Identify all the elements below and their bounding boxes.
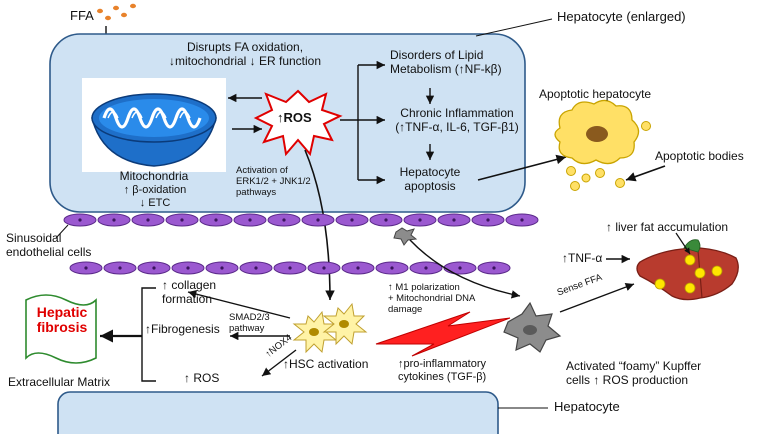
bracket-left <box>141 287 156 382</box>
hepatocyte-bottom-label: Hepatocyte <box>554 399 620 414</box>
arrow-to-fat <box>675 232 691 255</box>
smad-line-1: SMAD2/3 <box>229 312 270 323</box>
hepatic-fibrosis-line-2: fibrosis <box>36 319 88 336</box>
smad-label: SMAD2/3 pathway <box>229 312 270 335</box>
disrupts-label: Disrupts FA oxidation, ↓mitochondrial ↓ … <box>150 40 340 69</box>
collagen-line-1: ↑ collagen <box>162 278 217 292</box>
collagen-line-2: formation <box>162 291 213 306</box>
sinusoidal-line-2: endothelial cells <box>6 244 92 259</box>
disrupts-line-1: Disrupts FA oxidation, <box>186 40 304 54</box>
hepatic-fibrosis-line-1: Hepatic <box>36 304 88 320</box>
apoptotic-hepatocyte-label: Apoptotic hepatocyte <box>539 87 652 101</box>
apoptotic-bodies-label: Apoptotic bodies <box>655 149 744 163</box>
kupffer-line-1: Activated “foamy” Kupffer <box>566 359 702 373</box>
activation-label: Activation of ERK1/2 + JNK1/2 pathways <box>236 165 311 199</box>
ros-burst <box>253 89 343 157</box>
sinusoidal-label: Sinusoidal endothelial cells <box>6 231 92 260</box>
disorders-label: Disorders of Lipid Metabolism (↑NF-kβ) <box>390 48 502 77</box>
chronic-inflammation-label: Chronic Inflammation (↑TNF-α, IL-6, TGF-… <box>372 106 542 135</box>
activation-line-3: pathways <box>236 186 277 198</box>
hepatic-fibrosis-label: Hepatic fibrosis <box>22 304 102 336</box>
hepatocyte-apoptosis-line-2: apoptosis <box>404 178 456 193</box>
ffa-droplets <box>97 3 136 21</box>
kupffer-label: Activated “foamy” Kupffer cells ↑ ROS pr… <box>566 359 702 388</box>
ros-lower-label: ↑ ROS <box>184 371 220 385</box>
ffa-label: FFA <box>70 8 94 23</box>
apoptotic-nucleus <box>586 126 608 142</box>
activation-line-2: ERK1/2 + JNK1/2 <box>236 175 311 187</box>
extracellular-matrix-shape <box>25 294 97 364</box>
activation-line-1: Activation of <box>236 165 288 176</box>
small-kupffer-cell <box>393 227 418 246</box>
mitochondria-note-2: ↓ ETC <box>139 196 171 209</box>
disorders-line-1: Disorders of Lipid <box>390 48 484 62</box>
smad-line-2: pathway <box>229 322 265 334</box>
hepatocyte-bottom-cell <box>57 391 499 434</box>
m1-line-1: ↑ M1 polarization <box>388 282 460 293</box>
chronic-line-2: (↑TNF-α, IL-6, TGF-β1) <box>395 119 519 134</box>
m1-polarization-label: ↑ M1 polarization + Mitochondrial DNA da… <box>388 282 476 316</box>
arrow-to-apoptotic-hepatocyte <box>477 154 567 181</box>
arrow-hsc-to-collagen <box>187 290 291 319</box>
mitochondria-notes: ↑ β-oxidation ↓ ETC <box>100 184 210 209</box>
sinusoidal-line-1: Sinusoidal <box>6 231 62 245</box>
arrow-kupffer-migration <box>409 239 521 299</box>
proinflammatory-line-2: cytokines (TGF-β) <box>398 370 487 383</box>
ros-center-label: ↑ROS <box>277 110 312 125</box>
arrow-hsc-to-ros <box>261 349 297 377</box>
endothelial-nuclei-row-2 <box>84 266 496 270</box>
disorders-line-2: Metabolism (↑NF-kβ) <box>390 61 502 76</box>
arrow-sense-ffa <box>559 283 635 313</box>
arrow-to-apoptotic-bodies <box>625 165 666 182</box>
hepatocyte-pointer-line <box>475 18 553 37</box>
fibrogenesis-label: ↑Fibrogenesis <box>145 322 220 336</box>
tnf-alpha-label: ↑TNF-α <box>562 251 603 265</box>
proinflammatory-label: ↑pro-inflammatory cytokines (TGF-β) <box>398 358 486 383</box>
m1-line-2: + Mitochondrial DNA <box>388 292 476 304</box>
fat-droplets <box>654 254 723 294</box>
chronic-line-1: Chronic Inflammation <box>400 106 514 120</box>
lightning-bolt <box>375 311 511 357</box>
hsc-cells <box>292 302 368 354</box>
proinflammatory-line-1: ↑pro-inflammatory <box>398 358 487 370</box>
mitochondria-icon <box>82 78 226 172</box>
hepatocyte-enlarged-label: Hepatocyte (enlarged) <box>557 9 686 24</box>
mitochondria-note-1: ↑ β-oxidation <box>123 184 187 196</box>
sinusoidal-pointer-line <box>55 224 69 239</box>
m1-line-3: damage <box>388 303 423 315</box>
hepatocyte-apoptosis-label: Hepatocyte apoptosis <box>388 165 472 194</box>
kupffer-line-2: cells ↑ ROS production <box>566 372 689 387</box>
hsc-activation-label: ↑HSC activation <box>283 357 369 371</box>
disrupts-line-2: ↓mitochondrial ↓ ER function <box>168 53 322 68</box>
extracellular-matrix-label: Extracellular Matrix <box>8 375 111 389</box>
endothelial-nuclei-row-1 <box>78 218 524 222</box>
liver-fat-label: ↑ liver fat accumulation <box>606 220 729 234</box>
mitochondria-label: Mitochondria <box>119 169 189 183</box>
hepatocyte-apoptosis-line-1: Hepatocyte <box>399 165 461 179</box>
endothelial-cells-row-1 <box>63 213 539 227</box>
collagen-label: ↑ collagen formation <box>162 278 217 307</box>
apoptotic-bodies <box>566 121 651 191</box>
